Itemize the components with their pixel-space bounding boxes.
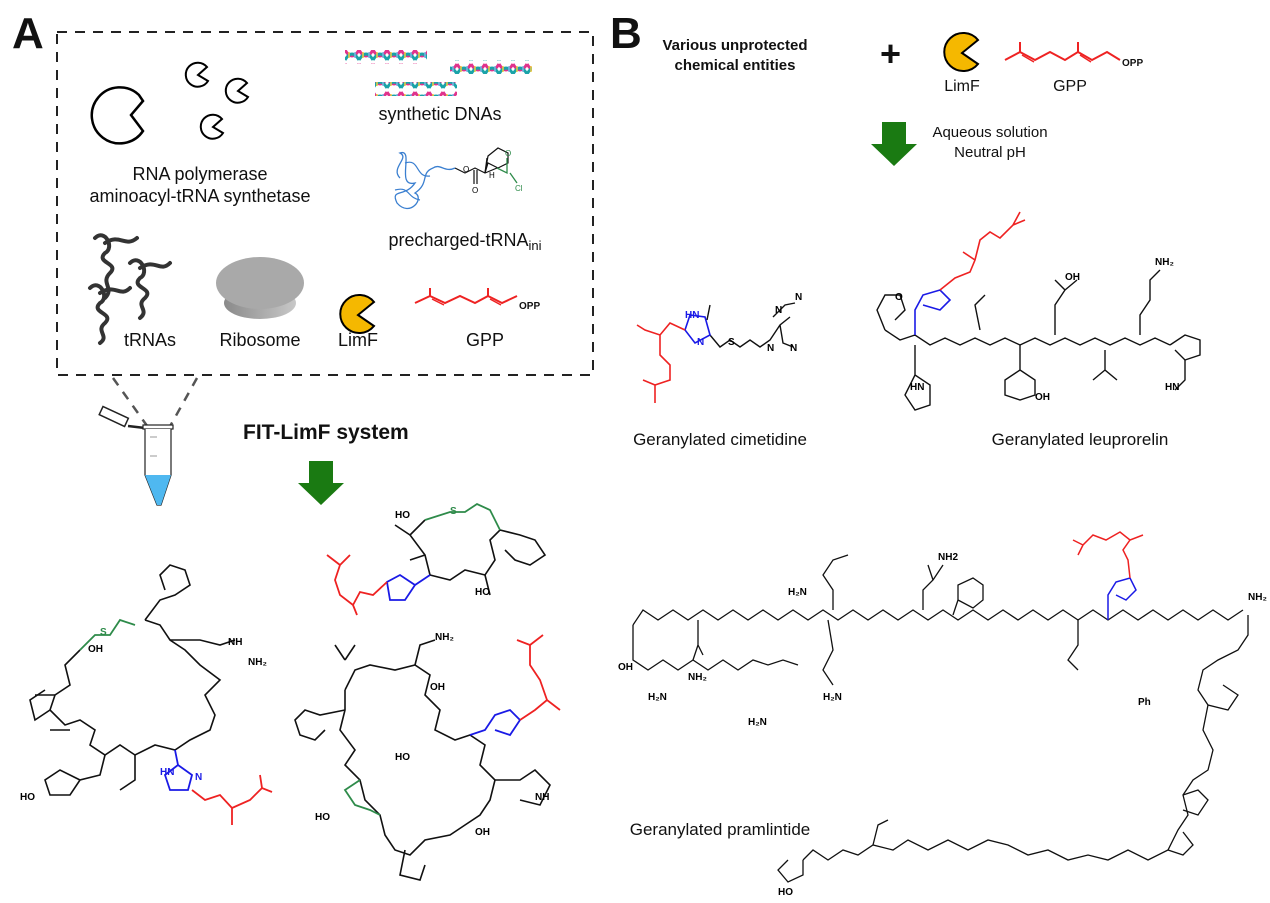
svg-text:H₂N: H₂N — [648, 692, 667, 703]
svg-text:OH: OH — [618, 662, 633, 673]
svg-text:N: N — [775, 305, 782, 316]
gpp-structure-a — [414, 288, 518, 306]
rna-polymerase-icon — [90, 86, 145, 145]
gpp-opp-a: OPP — [519, 301, 541, 312]
precharged-trna-label: precharged-tRNAini — [388, 230, 542, 253]
svg-text:Ph: Ph — [1138, 697, 1151, 708]
enzymes-label: RNA polymerase aminoacyl-tRNA synthetase — [80, 163, 320, 207]
gpp-opp-b: OPP — [1122, 58, 1144, 69]
macrocycle-product-1: S OH NH NH₂ HO HN N — [20, 564, 273, 825]
svg-text:OH: OH — [1035, 392, 1050, 403]
svg-text:HN: HN — [1165, 382, 1179, 393]
svg-text:O: O — [505, 149, 511, 158]
svg-text:NH: NH — [228, 637, 242, 648]
product-name-leuprorelin: Geranylated leuprorelin — [991, 430, 1169, 449]
panel-a-label: A — [12, 9, 44, 58]
trnas-icon — [88, 233, 172, 345]
gpp-label-b: GPP — [1053, 78, 1087, 95]
svg-text:H₂N: H₂N — [823, 692, 842, 703]
reactant-label: Various unprotected chemical entities — [660, 36, 810, 76]
svg-text:HO: HO — [315, 812, 330, 823]
svg-text:N: N — [697, 337, 704, 348]
product-name-pramlintide: Geranylated pramlintide — [629, 820, 811, 839]
svg-text:N: N — [790, 343, 797, 354]
svg-text:HN: HN — [910, 382, 924, 393]
svg-text:NH₂: NH₂ — [248, 657, 267, 668]
svg-text:Cl: Cl — [515, 184, 523, 193]
gpp-label-a: GPP — [465, 330, 504, 350]
geranylated-pramlintide-structure: OH H₂N NH2 NH₂ H₂N NH₂ H₂N H₂N Ph HO — [618, 531, 1267, 898]
svg-text:H₂N: H₂N — [748, 717, 767, 728]
svg-text:HO: HO — [395, 510, 410, 521]
reactant-line-2: chemical entities — [674, 57, 796, 74]
svg-text:NH₂: NH₂ — [1248, 592, 1267, 603]
svg-text:OH: OH — [475, 827, 490, 838]
down-arrow-a — [298, 461, 344, 505]
svg-text:NH2: NH2 — [938, 552, 958, 563]
svg-text:NH₂: NH₂ — [688, 672, 707, 683]
reactant-line-1: Various unprotected — [662, 37, 808, 54]
svg-text:HN: HN — [685, 310, 699, 321]
fit-limf-system-title: FIT-LimF system — [243, 421, 409, 444]
macrocycle-product-2: HO S HO — [326, 502, 547, 616]
panel-b-label: B — [610, 9, 642, 58]
geranylated-leuprorelin-structure: OH NH₂ HN OH HN O — [876, 211, 1201, 411]
synthetase-icon — [184, 61, 250, 140]
svg-text:N: N — [767, 343, 774, 354]
limf-icon — [339, 294, 376, 334]
synthetic-dna-icon — [345, 50, 532, 96]
product-name-cimetidine: Geranylated cimetidine — [633, 430, 807, 449]
gpp-structure-b — [1004, 42, 1121, 63]
svg-text:S: S — [728, 337, 735, 348]
condition-neutral-ph: Neutral pH — [954, 144, 1026, 161]
macrocycle-product-3: NH₂ OH HO HO NH OH — [294, 632, 561, 881]
svg-text:O: O — [895, 292, 903, 303]
svg-text:N: N — [795, 292, 802, 303]
svg-text:HO: HO — [778, 887, 793, 898]
enzymes-group — [90, 61, 250, 145]
svg-text:S: S — [450, 506, 457, 517]
limf-label-b: LimF — [944, 78, 980, 95]
limf-label-a: LimF — [338, 330, 378, 350]
svg-text:HO: HO — [20, 792, 35, 803]
svg-text:N: N — [195, 772, 202, 783]
plus-sign: + — [880, 33, 902, 74]
dna-label: synthetic DNAs — [378, 104, 502, 124]
svg-text:H₂N: H₂N — [788, 587, 807, 598]
svg-text:NH₂: NH₂ — [1155, 257, 1174, 268]
condition-aqueous: Aqueous solution — [932, 124, 1048, 141]
svg-text:NH: NH — [535, 792, 549, 803]
ribosome-label: Ribosome — [219, 330, 301, 350]
rna-polymerase-label: RNA polymerase — [132, 164, 268, 184]
svg-text:H: H — [489, 171, 495, 180]
down-arrow-b — [871, 122, 917, 166]
svg-text:HN: HN — [160, 767, 174, 778]
limf-icon-b — [943, 32, 980, 72]
svg-text:OH: OH — [88, 644, 103, 655]
reaction-conditions: Aqueous solution Neutral pH — [925, 123, 1055, 163]
trnas-label: tRNAs — [123, 330, 176, 350]
svg-text:NH₂: NH₂ — [435, 632, 454, 643]
svg-text:HO: HO — [395, 752, 410, 763]
synthetase-label: aminoacyl-tRNA synthetase — [89, 186, 311, 206]
precharged-trna-icon: O O H Cl O — [394, 147, 523, 210]
svg-text:O: O — [472, 186, 478, 195]
svg-text:S: S — [100, 627, 107, 638]
svg-text:OH: OH — [430, 682, 445, 693]
svg-text:HO: HO — [475, 587, 490, 598]
reaction-tube-icon — [98, 405, 174, 506]
svg-text:O: O — [463, 165, 469, 174]
geranylated-cimetidine-structure: HN N S N N N N — [636, 292, 802, 403]
svg-text:OH: OH — [1065, 272, 1080, 283]
ribosome-icon — [216, 257, 304, 319]
